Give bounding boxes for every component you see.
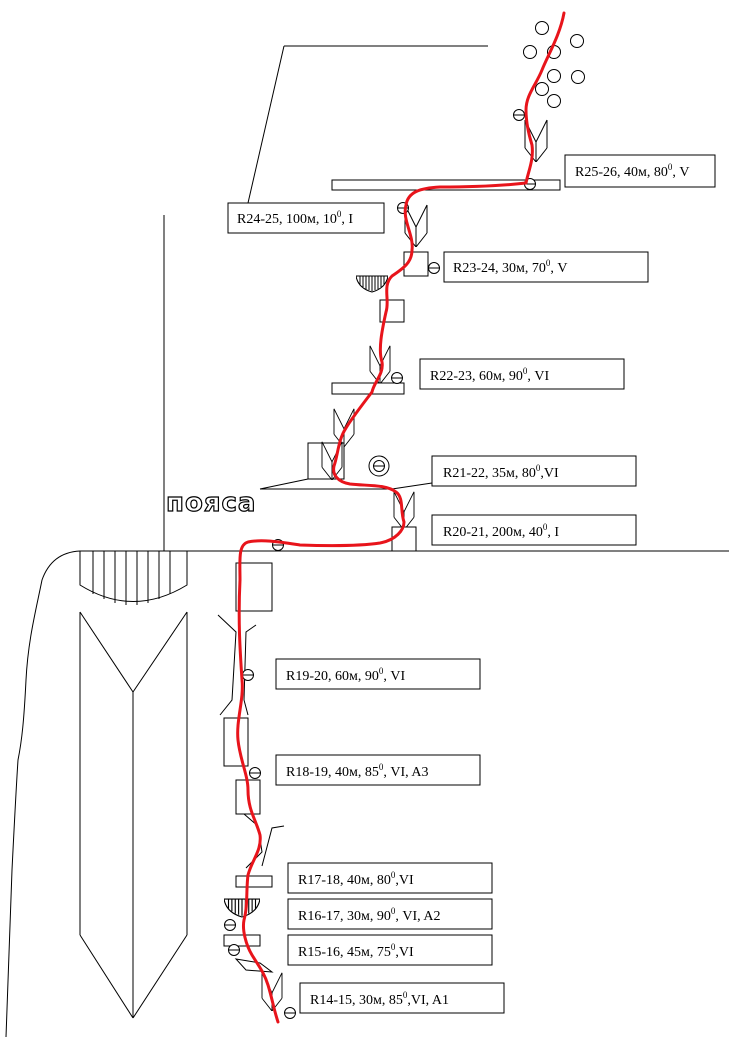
piton-icon xyxy=(228,944,240,956)
crack-line xyxy=(243,624,257,716)
block xyxy=(223,717,249,767)
pitch-callout: R25-26, 40м, 800, V xyxy=(564,154,716,188)
piton-icon xyxy=(391,372,403,384)
pitch-label: R17-18, 40м, 800,VI xyxy=(298,870,414,888)
dihedral-icon xyxy=(333,408,355,447)
ledge xyxy=(235,875,273,888)
pitch-callout: R17-18, 40м, 800,VI xyxy=(287,862,493,894)
ledge xyxy=(234,958,274,973)
pitch-label: R24-25, 100м, 100, I xyxy=(237,209,353,227)
piton-icon xyxy=(249,767,261,779)
feature-label: пояса xyxy=(166,488,256,518)
block xyxy=(391,526,417,552)
piton-icon xyxy=(428,262,440,274)
pitch-callout: R20-21, 200м, 400, I xyxy=(431,514,637,546)
pitch-callout: R21-22, 35м, 800,VI xyxy=(431,455,637,487)
pitch-callout: R22-23, 60м, 900, VI xyxy=(419,358,625,390)
pitch-label: R19-20, 60м, 900, VI xyxy=(286,666,405,684)
overhang-icon xyxy=(356,275,388,293)
pitch-callout: R15-16, 45м, 750,VI xyxy=(287,934,493,966)
ledge xyxy=(331,179,561,191)
crack-line xyxy=(261,825,285,867)
cave-icon xyxy=(368,455,390,477)
pitch-label: R25-26, 40м, 800, V xyxy=(575,162,689,180)
piton-icon xyxy=(284,1007,296,1019)
pitch-callout: R19-20, 60м, 900, VI xyxy=(275,658,481,690)
ledge xyxy=(223,934,261,947)
crack-line xyxy=(217,614,237,716)
pitch-callout: R14-15, 30м, 850,VI, A1 xyxy=(299,982,505,1014)
glacier-feature xyxy=(79,551,188,1019)
overhang-icon xyxy=(224,898,260,918)
pitch-label: R16-17, 30м, 900, VI, A2 xyxy=(298,906,441,924)
pitch-label: R15-16, 45м, 750,VI xyxy=(298,942,414,960)
pitch-callout: R24-25, 100м, 100, I xyxy=(227,202,385,234)
block xyxy=(235,562,273,612)
pitch-label: R22-23, 60м, 900, VI xyxy=(430,366,549,384)
pitch-label: R23-24, 30м, 700, V xyxy=(453,258,567,276)
terrain-lines xyxy=(5,45,729,1037)
pitch-label: R14-15, 30м, 850,VI, A1 xyxy=(310,990,449,1008)
pitch-callout: R23-24, 30м, 700, V xyxy=(443,251,649,283)
piton-icon xyxy=(224,919,236,931)
pitch-callout: R18-19, 40м, 850, VI, A3 xyxy=(275,754,481,786)
pitch-label: R21-22, 35м, 800,VI xyxy=(443,463,559,481)
pitch-label: R18-19, 40м, 850, VI, A3 xyxy=(286,762,429,780)
pitch-callout: R16-17, 30м, 900, VI, A2 xyxy=(287,898,493,930)
piton-icon xyxy=(513,109,525,121)
route-line xyxy=(236,11,566,1024)
pitch-label: R20-21, 200м, 400, I xyxy=(443,522,559,540)
piton-icon xyxy=(242,669,254,681)
pitch-callouts: R25-26, 40м, 800, V R24-25, 100м, 100, I… xyxy=(227,154,716,1014)
summit-boulders xyxy=(523,21,585,108)
ledge xyxy=(331,382,405,395)
